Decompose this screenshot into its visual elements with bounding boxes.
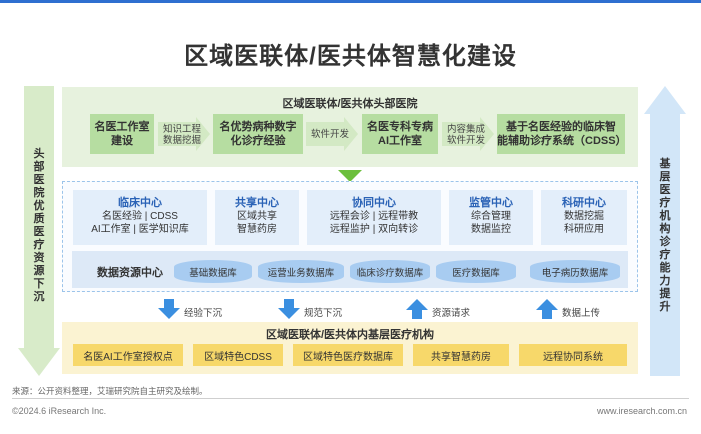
left-char: 部: [33, 161, 45, 173]
green-arrow-3: [442, 117, 494, 151]
arrow-label-line: 软件开发: [446, 135, 485, 146]
right-char: 提: [659, 288, 671, 300]
arrow-label-1: 知识工程 数据挖掘: [158, 124, 206, 146]
arrow-label-3: 内容集成 软件开发: [442, 124, 490, 146]
right-char: 机: [659, 210, 671, 222]
arrow-label-2: 软件开发: [306, 129, 354, 140]
right-char: 医: [659, 184, 671, 196]
database-cylinder: 运营业务数据库: [258, 260, 344, 283]
sharing-center-box: 共享中心 区域共享 智慧药房: [215, 190, 299, 245]
down-arrow-icon: [158, 299, 180, 319]
box-line: 名优势病种数字: [219, 121, 297, 133]
up-arrow-icon: [536, 299, 558, 319]
box-line: 化诊疗经验: [230, 135, 286, 147]
right-column-label: 基 层 医 疗 机 构 诊 疗 能 力 提 升: [646, 158, 684, 314]
center-title: 监管中心: [469, 197, 513, 209]
left-char: 院: [33, 187, 45, 199]
famous-doctor-studio-box: 名医工作室建设: [90, 114, 154, 154]
database-cylinder: 医疗数据库: [436, 260, 516, 283]
center-line: 智慧药房: [237, 224, 277, 235]
right-char: 诊: [659, 236, 671, 248]
page-title: 区域医联体/医共体智慧化建设: [184, 43, 517, 70]
center-line: 名医经验 | CDSS: [102, 211, 178, 222]
box-line: 名医工作室: [94, 121, 150, 133]
right-char: 疗: [659, 197, 671, 209]
right-char: 基: [659, 158, 671, 170]
right-char: 疗: [659, 249, 671, 261]
center-line: 综合管理: [471, 211, 511, 222]
left-char: 医: [33, 226, 45, 238]
left-down-arrow: [18, 86, 60, 376]
arrow-label-line: 知识工程: [162, 124, 201, 135]
cdss-box: 基于名医经验的临床智能辅助诊疗系统（CDSS）: [497, 114, 627, 154]
supervision-center-box: 监管中心 综合管理 数据监控: [449, 190, 533, 245]
primary-care-item: 共享智慧药房: [413, 344, 509, 366]
flow-label-experience: 经验下沉: [184, 308, 223, 319]
center-line: 远程会诊 | 远程带教: [329, 211, 419, 222]
data-resource-label: 数据资源中心: [97, 267, 163, 279]
ai-studio-box: 名医专科专病 AI工作室: [362, 114, 438, 154]
collaboration-center-box: 协同中心 远程会诊 | 远程带教 远程监护 | 双向转诊: [307, 190, 441, 245]
box-line: 名医专科专病: [367, 121, 433, 133]
clinical-center-box: 临床中心 名医经验 | CDSS AI工作室 | 医学知识库: [73, 190, 207, 245]
right-up-arrow: [644, 86, 686, 376]
head-hospital-title: 区域医联体/医共体头部医院: [282, 98, 418, 110]
right-char: 升: [659, 301, 671, 313]
left-char: 质: [33, 213, 45, 225]
arrow-label-line: 软件开发: [310, 129, 349, 140]
box-line: 基于名医经验的临床智: [506, 121, 616, 133]
database-cylinder: 电子病历数据库: [530, 260, 620, 283]
left-char: 资: [33, 252, 45, 264]
database-cylinder: 临床诊疗数据库: [350, 260, 430, 283]
flow-label-request: 资源请求: [432, 308, 471, 319]
center-line: 科研应用: [564, 224, 604, 235]
primary-care-title: 区域医联体/医共体内基层医疗机构: [265, 329, 435, 341]
green-arrow-2: [306, 117, 358, 151]
primary-care-item: 区域特色医疗数据库: [293, 344, 403, 366]
left-char: 头: [33, 148, 45, 160]
left-char: 医: [33, 174, 45, 186]
right-char: 层: [659, 171, 671, 183]
right-char: 能: [659, 262, 671, 274]
right-char: 构: [659, 223, 671, 235]
source-note: 来源：公开资料整理，艾瑞研究院自主研究及绘制。: [12, 386, 208, 396]
center-title: 临床中心: [118, 197, 162, 209]
box-line: AI工作室: [378, 135, 422, 147]
center-line: 区域共享: [237, 211, 277, 222]
center-line: 数据监控: [471, 224, 511, 235]
website-link[interactable]: www.iresearch.com.cn: [596, 406, 687, 416]
primary-care-item: 远程协同系统: [519, 344, 627, 366]
digital-diagnosis-box: 名优势病种数字化诊疗经验: [213, 114, 303, 154]
primary-care-item: 名医AI工作室授权点: [73, 344, 183, 366]
flow-label-upload: 数据上传: [562, 308, 601, 319]
left-char: 疗: [33, 239, 45, 251]
center-title: 协同中心: [352, 197, 396, 209]
primary-care-item: 区域特色CDSS: [193, 344, 283, 366]
center-title: 科研中心: [562, 197, 606, 209]
green-arrow-1: [158, 117, 210, 151]
flow-label-norms: 规范下沉: [304, 308, 343, 319]
center-title: 共享中心: [235, 197, 279, 209]
down-arrow-icon: [278, 299, 300, 319]
left-char: 沉: [33, 291, 45, 303]
database-cylinder: 基础数据库: [174, 260, 252, 283]
left-char: 优: [33, 200, 45, 212]
arrow-label-line: 内容集成: [446, 124, 485, 135]
center-line: 数据挖掘: [564, 211, 604, 222]
copyright-text: ©2024.6 iResearch Inc.: [12, 406, 107, 416]
left-column-label: 头 部 医 院 优 质 医 疗 资 源 下 沉: [20, 148, 58, 304]
arrow-label-line: 数据挖掘: [162, 135, 201, 146]
center-line: AI工作室 | 医学知识库: [91, 224, 189, 235]
header-accent-bar: [0, 0, 701, 3]
center-line: 远程监护 | 双向转诊: [329, 224, 419, 235]
up-arrow-icon: [406, 299, 428, 319]
box-line: 建设: [111, 135, 133, 147]
right-char: 力: [659, 275, 671, 287]
green-down-arrow: [338, 170, 362, 182]
research-center-box: 科研中心 数据挖掘 科研应用: [541, 190, 627, 245]
footer-divider: [12, 398, 689, 399]
left-char: 源: [33, 265, 45, 277]
left-char: 下: [33, 278, 45, 290]
box-line: 能辅助诊疗系统（CDSS）: [497, 135, 627, 147]
